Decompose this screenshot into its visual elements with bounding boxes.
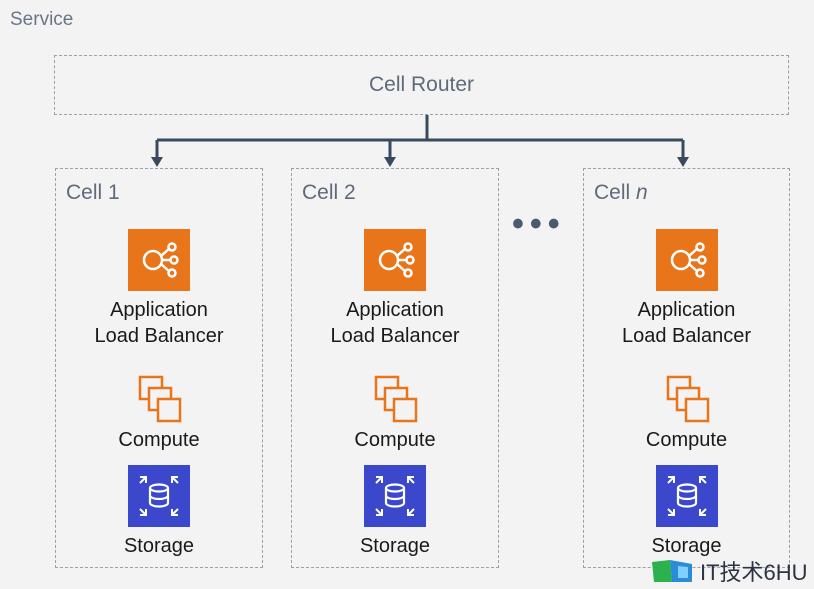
storage-group: Storage <box>292 465 498 559</box>
cell-title: Cell n <box>594 181 648 204</box>
service-label: Service <box>10 9 74 30</box>
elb-label-line1: Application <box>110 299 208 321</box>
elb-label-line1: Application <box>346 299 444 321</box>
cell-router-label: Cell Router <box>368 73 475 96</box>
storage-database-icon <box>655 465 718 527</box>
cell-router: Cell Router <box>54 55 789 115</box>
elb-label-line2: Load Balancer <box>94 325 224 347</box>
cell-2: Cell 2 Application Load Balancer Compute… <box>291 168 499 568</box>
compute-group: Compute <box>584 373 789 453</box>
storage-label: Storage <box>359 535 431 557</box>
elb-label-line2: Load Balancer <box>330 325 460 347</box>
compute-instances-icon <box>364 373 426 427</box>
ellipsis: ••• <box>512 205 566 243</box>
elb-group: Application Load Balancer <box>56 229 262 349</box>
elb-group: Application Load Balancer <box>584 229 789 349</box>
storage-group: Storage <box>584 465 789 559</box>
elb-label-line1: Application <box>637 299 736 321</box>
storage-database-icon <box>128 465 190 527</box>
compute-label: Compute <box>645 429 728 451</box>
arrow-cell-2 <box>384 157 396 167</box>
arrow-cell-n <box>677 157 689 167</box>
application-load-balancer-icon <box>655 229 718 291</box>
elb-label-line2: Load Balancer <box>622 325 751 347</box>
compute-label: Compute <box>118 429 200 451</box>
compute-group: Compute <box>56 373 262 453</box>
cell-1: Cell 1 Application Load Balancer Compute… <box>55 168 263 568</box>
application-load-balancer-icon <box>364 229 426 291</box>
compute-instances-icon <box>656 373 718 427</box>
cell-title: Cell 1 <box>66 181 120 204</box>
arrow-cell-1 <box>151 157 163 167</box>
storage-database-icon <box>364 465 426 527</box>
storage-group: Storage <box>56 465 262 559</box>
storage-label: Storage <box>651 535 722 557</box>
storage-label: Storage <box>123 535 195 557</box>
compute-group: Compute <box>292 373 498 453</box>
application-load-balancer-icon <box>128 229 190 291</box>
compute-instances-icon <box>128 373 190 427</box>
watermark: IT技术6HU <box>652 555 808 587</box>
elb-group: Application Load Balancer <box>292 229 498 349</box>
watermark-text: IT技术6HU <box>700 560 808 585</box>
compute-label: Compute <box>354 429 436 451</box>
cell-n: Cell n Application Load Balancer Compute… <box>583 168 790 568</box>
watermark-logo-icon <box>652 560 692 582</box>
cell-title: Cell 2 <box>302 181 356 204</box>
